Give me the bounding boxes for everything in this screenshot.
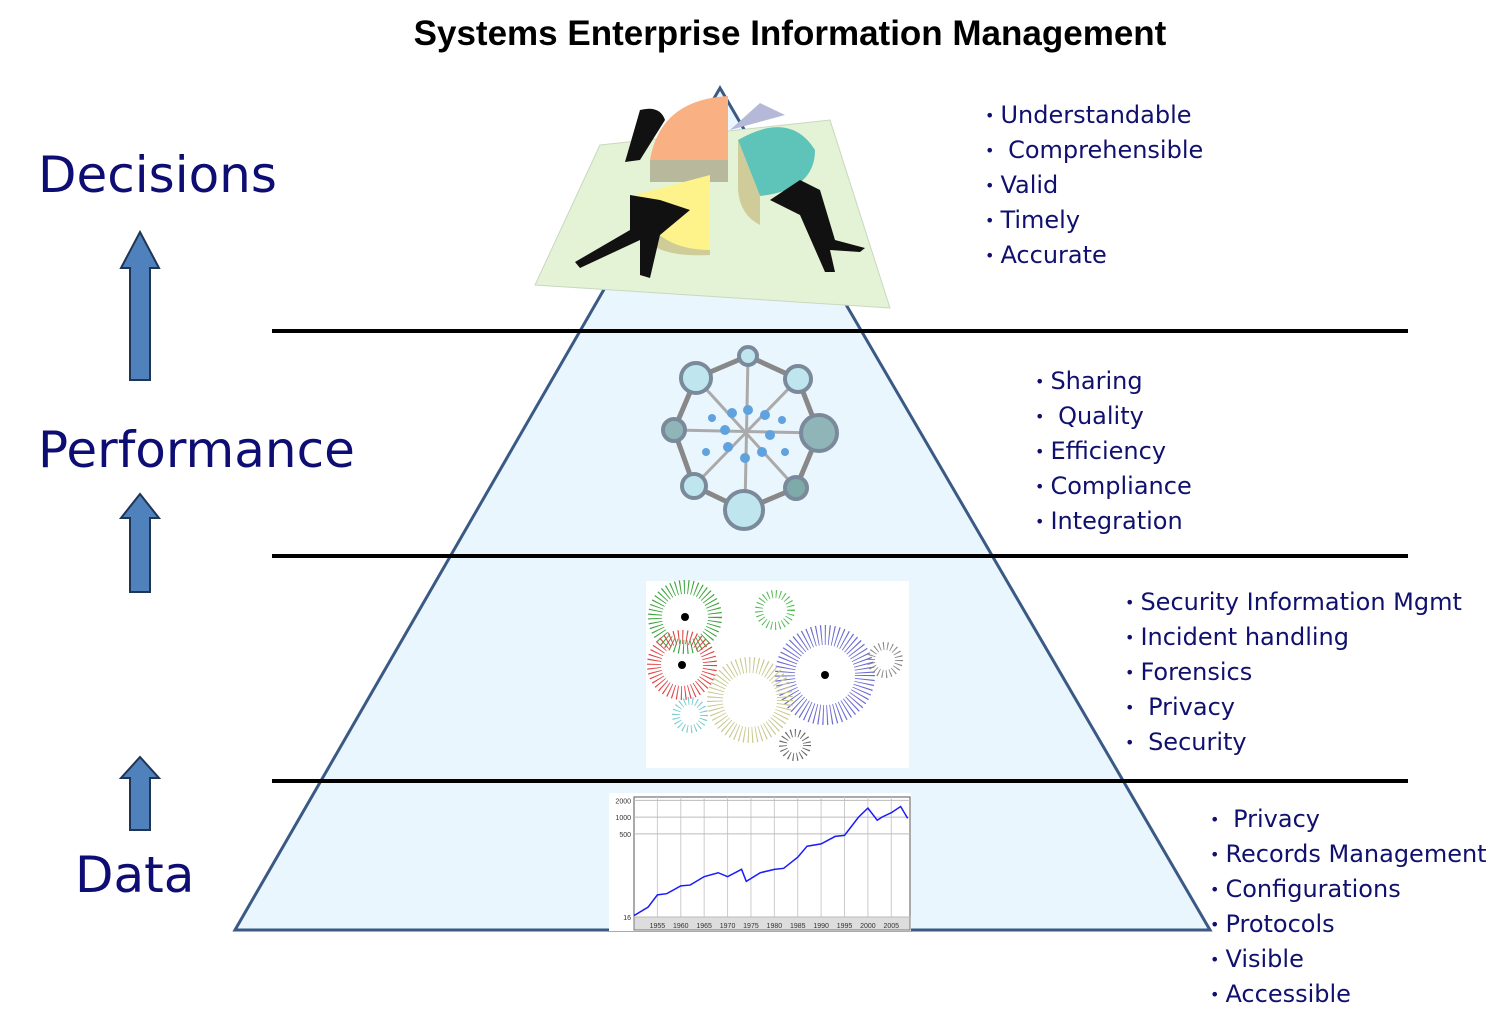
list-item: Privacy bbox=[1125, 690, 1462, 725]
x-tick-label: 1995 bbox=[837, 923, 853, 930]
x-tick-label: 1975 bbox=[743, 923, 759, 930]
security-list: Security Information Mgmt Incident handl… bbox=[1125, 585, 1462, 760]
level-label-decisions: Decisions bbox=[38, 146, 277, 204]
up-arrow-icon bbox=[119, 229, 161, 381]
list-item: Comprehensible bbox=[985, 133, 1203, 168]
x-tick-label: 2000 bbox=[860, 923, 876, 930]
up-arrow-icon bbox=[118, 492, 162, 593]
y-tick-label: 1000 bbox=[615, 815, 631, 822]
diagram-title: Systems Enterprise Information Managemen… bbox=[413, 14, 1167, 53]
list-item: Sharing bbox=[1035, 364, 1192, 399]
x-tick-label: 1990 bbox=[813, 923, 829, 930]
list-item: Protocols bbox=[1210, 907, 1487, 942]
data-list: Privacy Records Management Configuration… bbox=[1210, 802, 1487, 1012]
y-tick-label: 2000 bbox=[615, 798, 631, 805]
list-item: Incident handling bbox=[1125, 620, 1462, 655]
decisions-list: Understandable Comprehensible Valid Time… bbox=[985, 98, 1203, 273]
list-item: Valid bbox=[985, 168, 1203, 203]
list-item: Compliance bbox=[1035, 469, 1191, 504]
list-item: Accurate bbox=[985, 238, 1203, 273]
x-tick-label: 1965 bbox=[696, 923, 712, 930]
level-label-data: Data bbox=[75, 846, 195, 904]
list-item: Configurations bbox=[1210, 872, 1487, 907]
list-item: Visible bbox=[1210, 942, 1487, 977]
list-item: Privacy bbox=[1210, 802, 1487, 837]
x-tick-label: 1985 bbox=[790, 923, 806, 930]
list-item: Timely bbox=[985, 203, 1203, 238]
x-tick-label: 1960 bbox=[673, 923, 689, 930]
list-item: Quality bbox=[1035, 399, 1192, 434]
list-item: Integration bbox=[1035, 504, 1192, 539]
line-chart: 1955 1960 1965 1970 1975 1980 1985 1990 1995 2000… bbox=[609, 793, 911, 931]
network-icon bbox=[661, 345, 839, 531]
y-tick-label: 500 bbox=[619, 832, 631, 839]
up-arrow-icon bbox=[118, 755, 162, 831]
y-tick-label: 16 bbox=[623, 915, 631, 922]
network-graph-image bbox=[646, 580, 909, 768]
list-item: Efficiency bbox=[1035, 434, 1192, 469]
list-item: Understandable bbox=[985, 98, 1203, 133]
list-item: Accessible bbox=[1210, 977, 1487, 1012]
list-item: Records Management bbox=[1210, 837, 1486, 872]
x-tick-label: 1980 bbox=[767, 923, 783, 930]
list-item: Security Information Mgmt bbox=[1125, 585, 1461, 620]
list-item: Forensics bbox=[1125, 655, 1462, 690]
x-tick-label: 1955 bbox=[650, 923, 666, 930]
list-item: Security bbox=[1125, 725, 1462, 760]
level-label-performance: Performance bbox=[38, 421, 355, 479]
series-line bbox=[633, 805, 909, 917]
x-tick-label: 1970 bbox=[720, 923, 736, 930]
pie-chart-clipart bbox=[534, 96, 891, 309]
x-tick-label: 2005 bbox=[883, 923, 899, 930]
performance-list: Sharing Quality Efficiency Compliance In… bbox=[1035, 364, 1192, 539]
